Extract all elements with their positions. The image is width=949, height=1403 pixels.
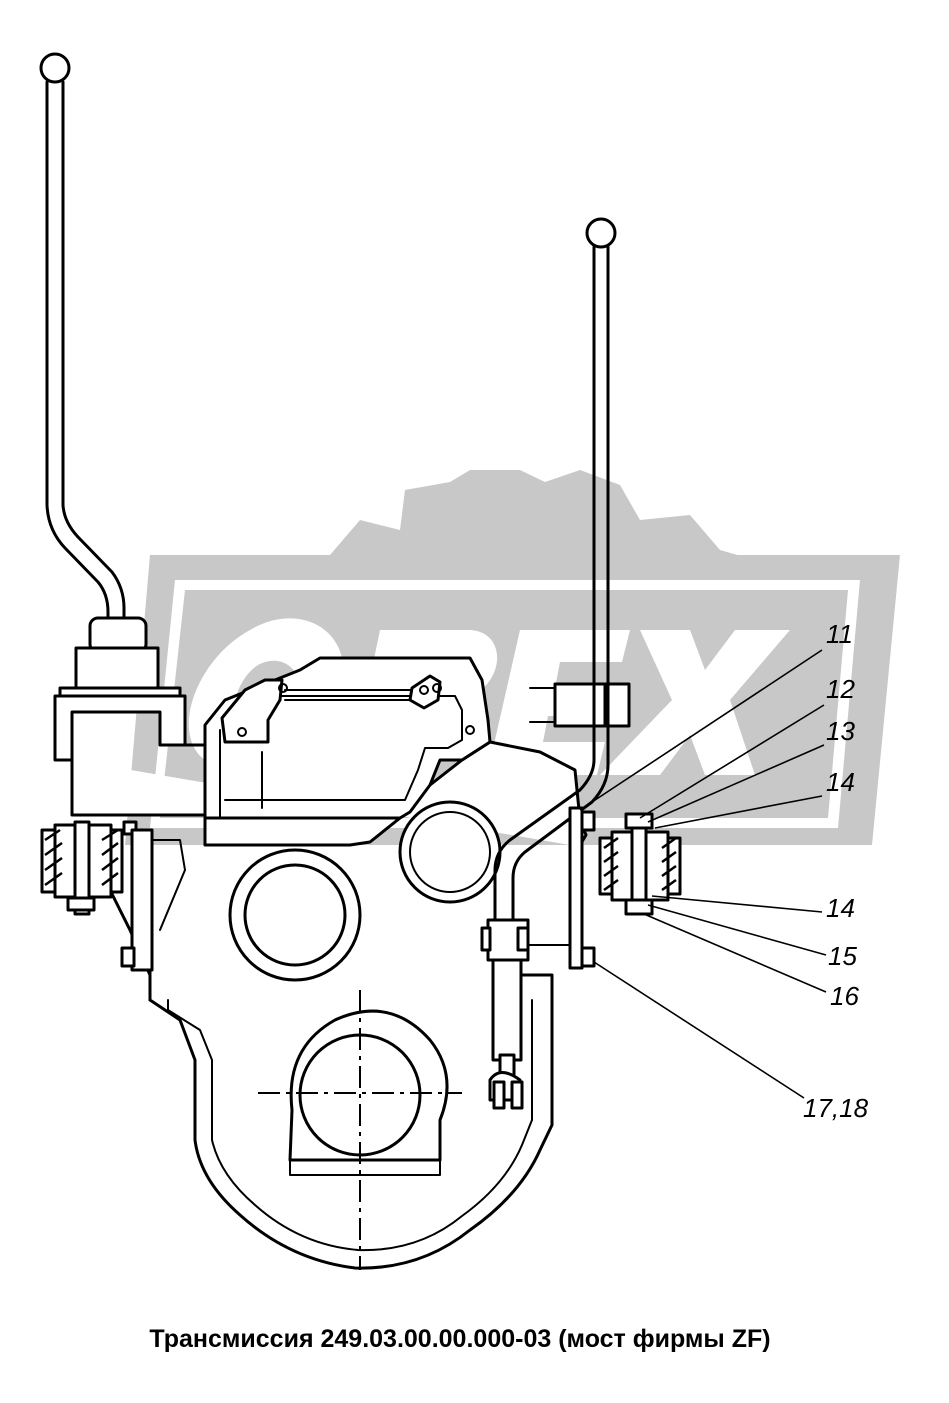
gearbox-body xyxy=(108,800,554,1270)
callout-17-18: 17,18 xyxy=(803,1093,869,1123)
callout-12: 12 xyxy=(826,674,855,704)
callout-13: 13 xyxy=(826,716,855,746)
right-bracket xyxy=(480,806,596,1110)
callout-14-top: 14 xyxy=(826,767,855,797)
left-rubber-mount xyxy=(40,820,186,972)
callout-14-bottom: 14 xyxy=(826,893,855,923)
leader-lines xyxy=(579,649,827,1099)
right-rubber-mount xyxy=(598,812,682,916)
right-shift-lever xyxy=(493,217,617,927)
drawing-caption: Трансмиссия 249.03.00.00.000-03 (мост фи… xyxy=(149,1325,771,1353)
callout-16: 16 xyxy=(830,981,859,1011)
callout-11: 11 xyxy=(826,619,853,649)
callout-labels: 11 12 13 14 14 15 16 17,18 xyxy=(803,619,869,1123)
left-shift-lever xyxy=(39,52,187,762)
callout-15: 15 xyxy=(828,941,857,971)
